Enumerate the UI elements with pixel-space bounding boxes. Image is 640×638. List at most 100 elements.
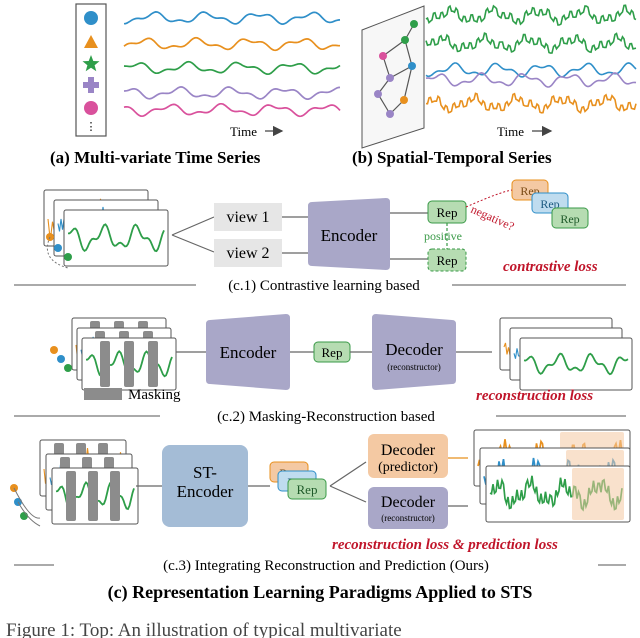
node-purple-3 — [386, 110, 394, 118]
main-caption: (c) Representation Learning Paradigms Ap… — [108, 582, 533, 603]
st-series-line — [425, 32, 637, 54]
st-encoder-block — [162, 445, 248, 527]
reconstructed-output-stack — [499, 317, 633, 391]
triangle-icon — [84, 35, 98, 48]
view1-label: view 1 — [226, 209, 269, 226]
masked-input-stack — [71, 317, 177, 391]
rep-label: Rep — [322, 345, 343, 360]
split-line-1 — [171, 216, 215, 236]
prediction-region — [572, 468, 624, 520]
view1-box — [214, 203, 282, 231]
output-stack — [473, 429, 631, 523]
decoder-reconstructor-block — [368, 487, 448, 529]
st-series-line — [425, 62, 637, 78]
view2-box — [214, 239, 282, 267]
decoder-rec-label: Decoder — [381, 494, 436, 511]
decoder-predictor-block — [368, 434, 448, 478]
encoder-label: Encoder — [220, 343, 277, 362]
decoder-pred-label: Decoder — [381, 442, 436, 459]
view2-label: view 2 — [226, 245, 269, 262]
panel-c1: view 1 view 2 Encoder Rep Rep positive R… — [14, 179, 626, 294]
panel-b: Time (b) Spatial-Temporal Series — [352, 4, 637, 167]
node-green-2 — [401, 36, 409, 44]
st-input-stack — [39, 439, 139, 525]
circle-pink-icon — [84, 101, 98, 115]
st-series-lines — [425, 4, 637, 114]
node-blue — [408, 62, 416, 70]
positive-label: positive — [424, 229, 462, 243]
series-line — [123, 11, 341, 25]
node-purple — [386, 74, 394, 82]
graph-links — [13, 487, 41, 527]
rep-neg-blue-label: Rep — [540, 197, 559, 211]
st-series-line — [425, 71, 637, 88]
graph-link — [46, 236, 69, 269]
node-orange — [400, 96, 408, 104]
legend-box — [75, 3, 107, 137]
time-label: Time — [230, 124, 257, 139]
mask-block — [100, 341, 110, 387]
encoder-label: Encoder — [321, 226, 378, 245]
caption-b: (b) Spatial-Temporal Series — [352, 148, 552, 167]
plus-icon — [83, 77, 99, 93]
node-green — [64, 253, 72, 261]
decoder-label: Decoder — [385, 340, 443, 359]
series-line — [123, 60, 341, 76]
split-line-2 — [171, 234, 215, 253]
mask-block — [88, 471, 98, 521]
link-pred — [329, 461, 367, 487]
st-series-line — [425, 4, 637, 26]
rep-green-label: Rep — [297, 482, 318, 497]
node-pink — [379, 52, 387, 60]
node-blue — [57, 355, 65, 363]
decoder-sub-label: (reconstructor) — [387, 362, 440, 372]
reconstruction-loss-label: reconstruction loss — [476, 388, 593, 404]
decoder-rec-sub: (reconstructor) — [381, 513, 434, 523]
circle-icon — [84, 11, 98, 25]
mask-block — [110, 471, 120, 521]
mask-legend-swatch — [84, 388, 122, 400]
decoder-block — [372, 314, 456, 390]
ellipsis: ⋮ — [86, 121, 97, 133]
decoder-pred-sub: (predictor) — [378, 460, 438, 475]
panel-c3: ST- Encoder Rep Rep Rep Decoder (predict… — [10, 429, 631, 574]
series-line — [123, 102, 341, 118]
encoder-block — [308, 198, 390, 270]
node-orange — [50, 346, 58, 354]
output-series-line — [523, 352, 629, 376]
negative-label: negative? — [469, 202, 517, 233]
card-series-line — [68, 223, 165, 253]
negative-link — [465, 189, 513, 208]
contrastive-loss-label: contrastive loss — [503, 259, 598, 275]
panel-c2: Masking Encoder Rep Decoder (reconstruct… — [14, 314, 633, 425]
combined-loss-label: reconstruction loss & prediction loss — [332, 537, 558, 553]
star-icon — [82, 55, 100, 72]
output-card — [519, 337, 633, 391]
rep-label: Rep — [437, 205, 458, 220]
masking-label: Masking — [128, 387, 181, 403]
input-stack — [43, 189, 169, 267]
node-green — [64, 364, 72, 372]
series-line — [123, 86, 341, 100]
rep-green — [287, 478, 327, 500]
node-purple-2 — [374, 90, 382, 98]
caption-c3: (c.3) Integrating Reconstruction and Pre… — [163, 558, 489, 574]
caption-a: (a) Multi-variate Time Series — [50, 148, 261, 167]
st-encoder-line1: ST- — [193, 463, 217, 482]
st-series-line — [425, 92, 637, 114]
encoder-block — [206, 314, 290, 390]
mask-block — [124, 341, 134, 387]
node-green — [410, 20, 418, 28]
link-rec — [329, 485, 367, 503]
caption-c2: (c.2) Masking-Reconstruction based — [217, 409, 435, 425]
node-blue — [54, 244, 62, 252]
time-label-b: Time — [497, 124, 524, 139]
series-lines — [123, 11, 341, 118]
mask-block — [66, 471, 76, 521]
caption-c1: (c.1) Contrastive learning based — [228, 278, 420, 294]
series-card — [63, 209, 169, 267]
panel-a: ⋮ Time (a) Multi-variate Time Series — [50, 3, 341, 167]
node-green — [20, 512, 28, 520]
series-line — [123, 36, 340, 52]
